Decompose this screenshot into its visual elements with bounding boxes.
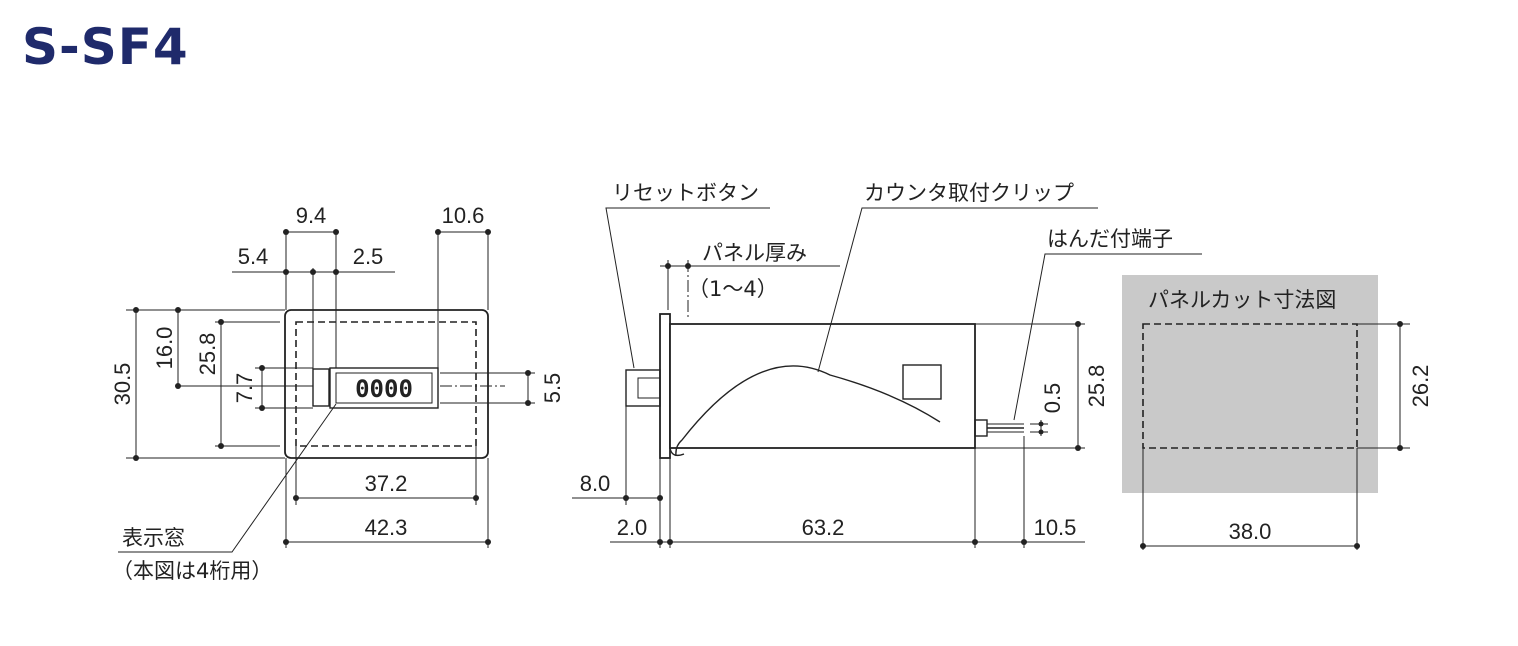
label-solder-terminal: はんだ付端子	[1047, 227, 1173, 251]
dim-25-8-side: 25.8	[1084, 365, 1109, 408]
dim-9-4: 9.4	[296, 203, 327, 228]
label-reset-button: リセットボタン	[612, 181, 759, 205]
dim-42-3: 42.3	[365, 515, 408, 540]
dim-37-2: 37.2	[365, 471, 408, 496]
dim-26-2: 26.2	[1408, 365, 1433, 408]
mounting-clip	[675, 365, 941, 457]
dim-2-0: 2.0	[617, 515, 648, 540]
front-bezel-outline	[295, 321, 477, 447]
display-window-inner	[335, 372, 433, 404]
dim-25-8-front: 25.8	[195, 333, 220, 376]
panel-flange	[659, 313, 671, 459]
display-window	[329, 367, 439, 409]
dim-5-4: 5.4	[238, 244, 269, 269]
leader-solder-terminal	[1013, 253, 1202, 421]
dim-38-0: 38.0	[1229, 519, 1272, 544]
side-view: リセットボタン カウンタ取付クリップ はんだ付端子 パネル厚み （1～4） 25…	[572, 181, 1202, 548]
label-panel-thickness-range: （1～4）	[688, 277, 778, 301]
dim-7-7: 7.7	[232, 373, 257, 404]
panel-cutout-background	[1122, 275, 1378, 493]
page-title: S-SF4	[22, 18, 189, 76]
dim-10-5: 10.5	[1034, 515, 1077, 540]
label-display-window: 表示窓	[122, 526, 185, 550]
dim-16-0: 16.0	[152, 327, 177, 370]
dim-8-0: 8.0	[580, 471, 611, 496]
label-panel-thickness: パネル厚み	[702, 241, 807, 265]
label-mounting-clip: カウンタ取付クリップ	[864, 181, 1074, 205]
dim-30-5: 30.5	[110, 363, 135, 406]
panel-cutout-view: パネルカット寸法図 26.2 38.0	[1122, 275, 1433, 550]
side-window	[902, 364, 942, 400]
leader-display-window	[118, 403, 337, 553]
label-panel-cutout: パネルカット寸法図	[1148, 288, 1336, 312]
dim-63-2: 63.2	[802, 515, 845, 540]
leader-reset-button	[605, 207, 770, 369]
reset-button-side	[625, 369, 661, 407]
leader-mounting-clip	[817, 207, 1098, 373]
front-view: 0000 9.4 10.6 5.4 2.5 30.5 16.0 25.8	[110, 203, 565, 583]
counter-side-body	[669, 323, 976, 449]
dim-2-5: 2.5	[353, 244, 384, 269]
display-digits: 0000	[355, 375, 413, 403]
dim-10-6: 10.6	[442, 203, 485, 228]
dim-5-5: 5.5	[540, 373, 565, 404]
reset-button-face	[312, 368, 330, 407]
terminal-base	[974, 419, 988, 437]
panel-cutout-opening	[1142, 323, 1358, 449]
dim-0-5: 0.5	[1040, 383, 1065, 414]
label-display-window-note: （本図は4桁用）	[112, 559, 272, 583]
